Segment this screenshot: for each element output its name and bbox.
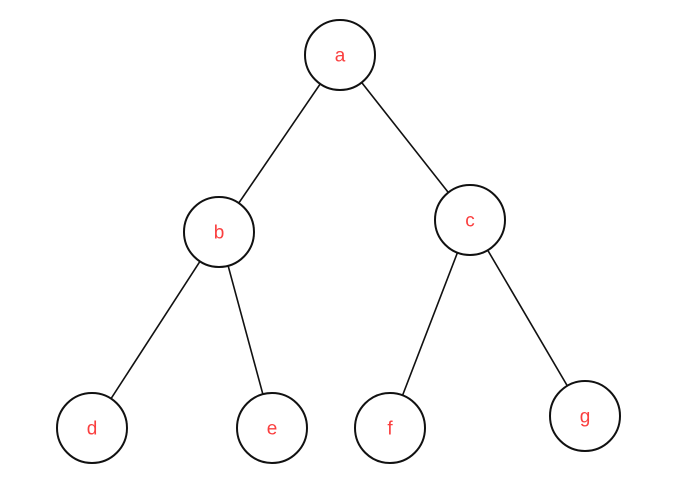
tree-nodes-layer: a b c d e f g <box>56 19 621 464</box>
node-circle-d <box>56 392 128 464</box>
node-label-a: a <box>335 46 346 67</box>
tree-node-c: c <box>434 184 506 256</box>
tree-edge-c-g <box>469 219 586 417</box>
node-circle-f <box>354 392 426 464</box>
node-label-f: f <box>387 419 393 440</box>
node-circle-e <box>236 392 308 464</box>
node-circle-a <box>304 19 376 91</box>
tree-edges-layer <box>91 54 586 429</box>
node-circle-c <box>434 184 506 256</box>
tree-node-a: a <box>304 19 376 91</box>
tree-node-e: e <box>236 392 308 464</box>
tree-node-g: g <box>549 380 621 452</box>
node-label-c: c <box>465 211 475 232</box>
node-circle-g <box>549 380 621 452</box>
node-label-e: e <box>267 419 278 440</box>
tree-node-f: f <box>354 392 426 464</box>
node-label-b: b <box>214 223 225 244</box>
tree-node-d: d <box>56 392 128 464</box>
tree-edge-c-f <box>389 219 471 429</box>
tree-edge-b-d <box>91 231 220 429</box>
node-label-d: d <box>87 419 98 440</box>
node-label-g: g <box>580 407 591 428</box>
tree-node-b: b <box>183 196 255 268</box>
node-circle-b <box>183 196 255 268</box>
